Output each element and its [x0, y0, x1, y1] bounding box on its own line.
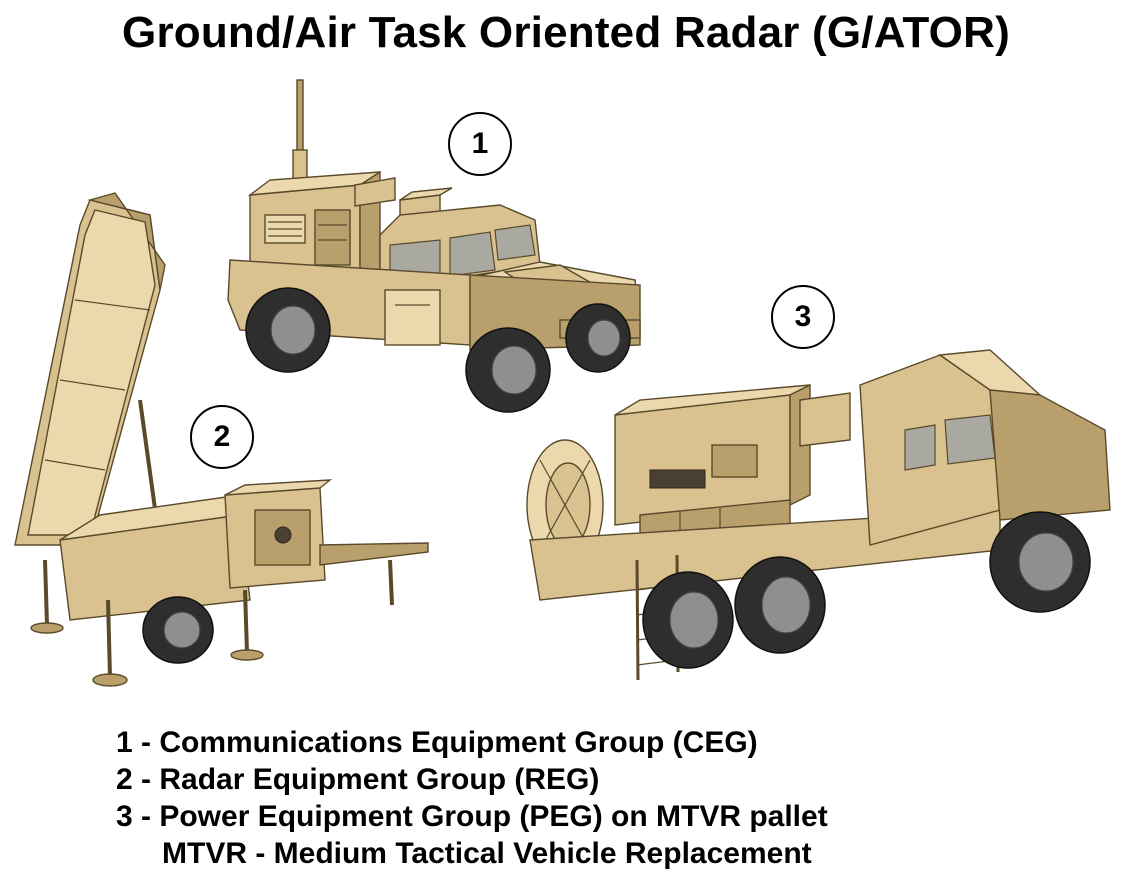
callout-3: 3 — [771, 285, 835, 349]
reg-radar-trailer-illustration — [14, 192, 429, 687]
peg-mtvr-truck-illustration — [526, 349, 1111, 681]
callout-2: 2 — [190, 405, 254, 469]
legend-item-reg: 2 - Radar Equipment Group (REG) — [116, 763, 600, 796]
callout-1: 1 — [448, 112, 512, 176]
diagram-title: Ground/Air Task Oriented Radar (G/ATOR) — [122, 8, 1010, 57]
legend-item-peg: 3 - Power Equipment Group (PEG) on MTVR … — [116, 800, 828, 833]
legend: 1 - Communications Equipment Group (CEG)… — [116, 724, 828, 872]
ceg-humvee-illustration — [227, 79, 641, 413]
legend-item-ceg: 1 - Communications Equipment Group (CEG) — [116, 726, 758, 759]
legend-item-mtvr: MTVR - Medium Tactical Vehicle Replaceme… — [162, 837, 812, 870]
